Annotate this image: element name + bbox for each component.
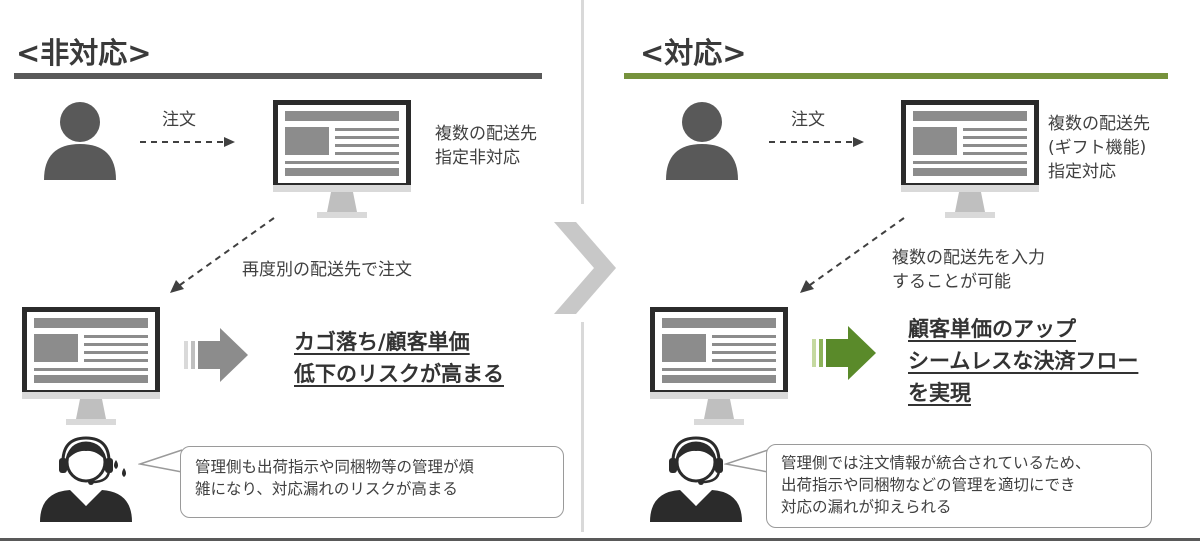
- left-reorder-arrow: [166, 215, 278, 297]
- right-heading-rule: [624, 73, 1168, 79]
- left-result-arrow-icon: [184, 326, 250, 384]
- left-bubble-tail: [138, 446, 184, 476]
- left-comment-bubble: 管理側も出荷指示や同梱物等の管理が煩 雑になり、対応漏れのリスクが高まる: [180, 446, 564, 518]
- left-order-label: 注文: [162, 110, 196, 130]
- right-order-label: 注文: [791, 110, 825, 130]
- right-order-arrow: [769, 136, 865, 148]
- left-heading-rule: [14, 73, 542, 79]
- right-site-monitor-icon: [901, 100, 1039, 220]
- center-divider-top: [581, 0, 584, 204]
- left-sweat-drops-icon: [110, 458, 130, 480]
- right-bubble-tail: [724, 446, 770, 476]
- right-checkout-monitor-icon: [650, 307, 788, 427]
- right-operator-headset-icon: [646, 436, 746, 522]
- right-input-arrow: [796, 215, 908, 297]
- right-input-label: 複数の配送先を入力 することが可能: [892, 248, 1045, 292]
- right-user-icon: [664, 100, 740, 180]
- left-cart-monitor-icon: [22, 307, 160, 427]
- center-divider-bottom: [581, 322, 584, 532]
- left-site-label: 複数の配送先 指定非対応: [435, 124, 537, 168]
- bottom-rule: [0, 538, 1200, 541]
- left-order-arrow: [140, 136, 236, 148]
- right-heading: <対応>: [640, 36, 747, 70]
- right-site-label: 複数の配送先 (ギフト機能) 指定対応: [1048, 114, 1150, 182]
- left-reorder-label: 再度別の配送先で注文: [242, 260, 412, 280]
- left-site-monitor-icon: [273, 100, 411, 220]
- left-user-icon: [42, 100, 118, 180]
- left-operator-headset-icon: [36, 436, 136, 522]
- right-result-arrow-icon: [812, 324, 878, 382]
- center-chevron-icon: [554, 222, 618, 314]
- right-comment-bubble: 管理側では注文情報が統合されているため、 出荷指示や同梱物などの管理を適切にでき…: [766, 444, 1152, 528]
- left-heading: <非対応>: [16, 36, 152, 70]
- right-result-text: 顧客単価のアップ シームレスな決済フロー を実現: [908, 317, 1139, 405]
- left-result-text: カゴ落ち/顧客単価 低下のリスクが高まる: [294, 330, 504, 386]
